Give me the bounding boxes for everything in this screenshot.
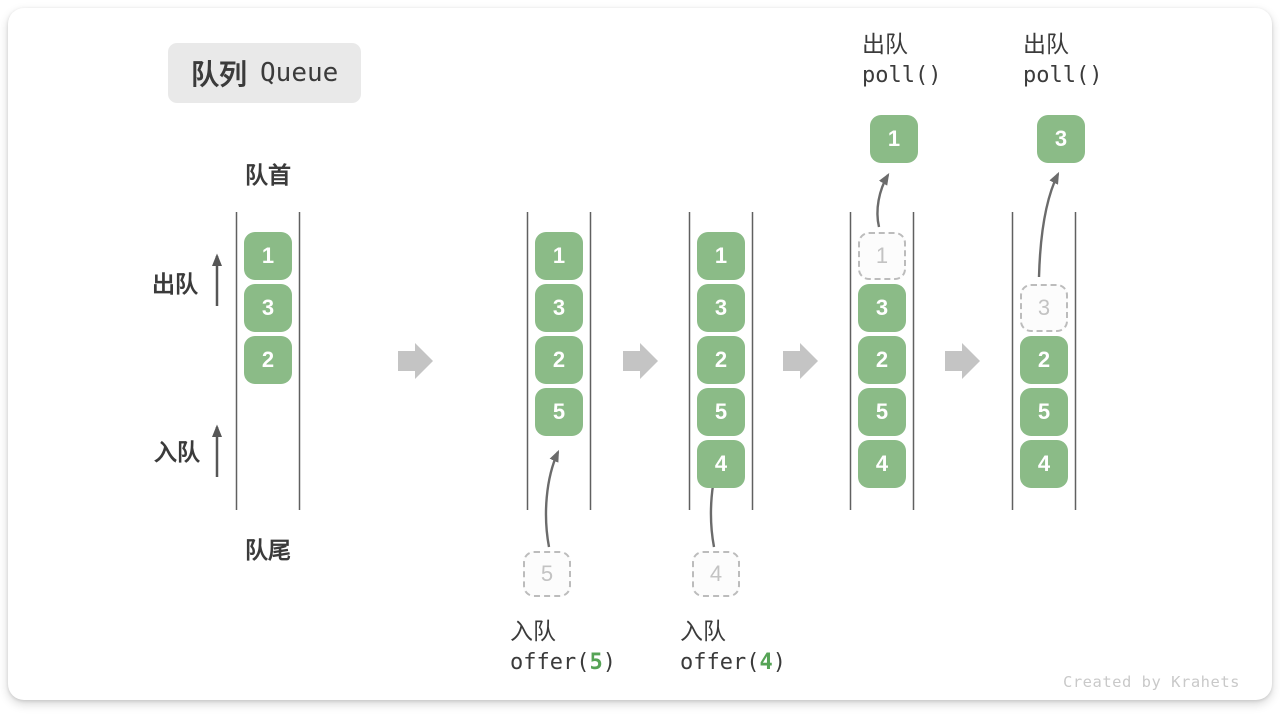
queue-4-slot-5-box-green: 4	[858, 440, 906, 488]
queue-2-slot-2-box-green: 3	[535, 284, 583, 332]
queue-5-slot-4-box-green: 5	[1020, 388, 1068, 436]
queue-2-enqueue-caption: 入队 offer(5)	[510, 614, 616, 678]
queue-3-slot-5-box-green: 4	[697, 440, 745, 488]
queue-4-outgoing-box: 1	[870, 115, 918, 163]
queue-2-slot-1-box-green: 1	[535, 232, 583, 280]
queue-3-slot-2-box-green: 3	[697, 284, 745, 332]
queue-5-dequeue-op: 出队 poll()	[1023, 27, 1102, 91]
label-queue-front: 队首	[245, 162, 291, 188]
queue-3-slot-4-box-green: 5	[697, 388, 745, 436]
queue-2-slot-3-box-green: 2	[535, 336, 583, 384]
title-badge: 队列 Queue	[168, 43, 362, 103]
queue-2-incoming-box: 5	[523, 551, 571, 597]
state-transition-arrow-2	[623, 343, 658, 379]
queue-2-enqueue-caption-label: 入队	[510, 618, 556, 644]
queue-4-dequeue-flow-arrow	[876, 172, 890, 228]
queue-3-enqueue-caption: 入队 offer(4)	[680, 614, 786, 678]
queue-4-slot-4-box-green: 5	[858, 388, 906, 436]
queue-4-dequeue-op: 出队 poll()	[862, 27, 941, 91]
queue-2-slot-4-box-green: 5	[535, 388, 583, 436]
queue-5-dequeue-flow-arrow	[1037, 171, 1060, 278]
queue-5-outgoing-box: 3	[1037, 115, 1085, 163]
queue-4-slot-1-box-dashed: 1	[858, 232, 906, 280]
label-queue-rear: 队尾	[245, 537, 291, 563]
queue-5-slot-3-box-green: 2	[1020, 336, 1068, 384]
title-en: Queue	[260, 58, 339, 88]
queue-5-dequeue-op-label: 出队	[1023, 31, 1069, 57]
queue-5-slot-5-box-green: 4	[1020, 440, 1068, 488]
queue-2-enqueue-caption-code: offer(5)	[510, 650, 616, 675]
label-dequeue: 出队	[152, 271, 198, 297]
queue-3-enqueue-caption-code: offer(4)	[680, 650, 786, 675]
queue-3-enqueue-caption-label: 入队	[680, 618, 726, 644]
enqueue-value: 4	[759, 650, 773, 675]
queue-1-slot-3-box-green: 2	[244, 336, 292, 384]
queue-1-slot-2-box-green: 3	[244, 284, 292, 332]
watermark: Created by Krahets	[1063, 673, 1240, 691]
queue-1-slot-1-box-green: 1	[244, 232, 292, 280]
queue-3-slot-1-box-green: 1	[697, 232, 745, 280]
state-transition-arrow-3	[783, 343, 818, 379]
state-transition-arrow-1	[398, 343, 433, 379]
label-enqueue: 入队	[154, 439, 200, 465]
queue-4-slot-2-box-green: 3	[858, 284, 906, 332]
queue-4-dequeue-op-label: 出队	[862, 31, 908, 57]
queue-5-dequeue-op-code: poll()	[1023, 63, 1103, 88]
state-transition-arrow-4	[945, 343, 980, 379]
enqueue-value: 5	[589, 650, 603, 675]
queue-5-slot-2-box-dashed: 3	[1020, 284, 1068, 332]
queue-3-incoming-box: 4	[692, 551, 740, 597]
queue-2-enqueue-flow-arrow	[544, 449, 560, 548]
queue-4-dequeue-op-code: poll()	[862, 63, 942, 88]
title-zh: 队列	[191, 59, 248, 90]
queue-3-slot-3-box-green: 2	[697, 336, 745, 384]
queue-4-slot-3-box-green: 2	[858, 336, 906, 384]
